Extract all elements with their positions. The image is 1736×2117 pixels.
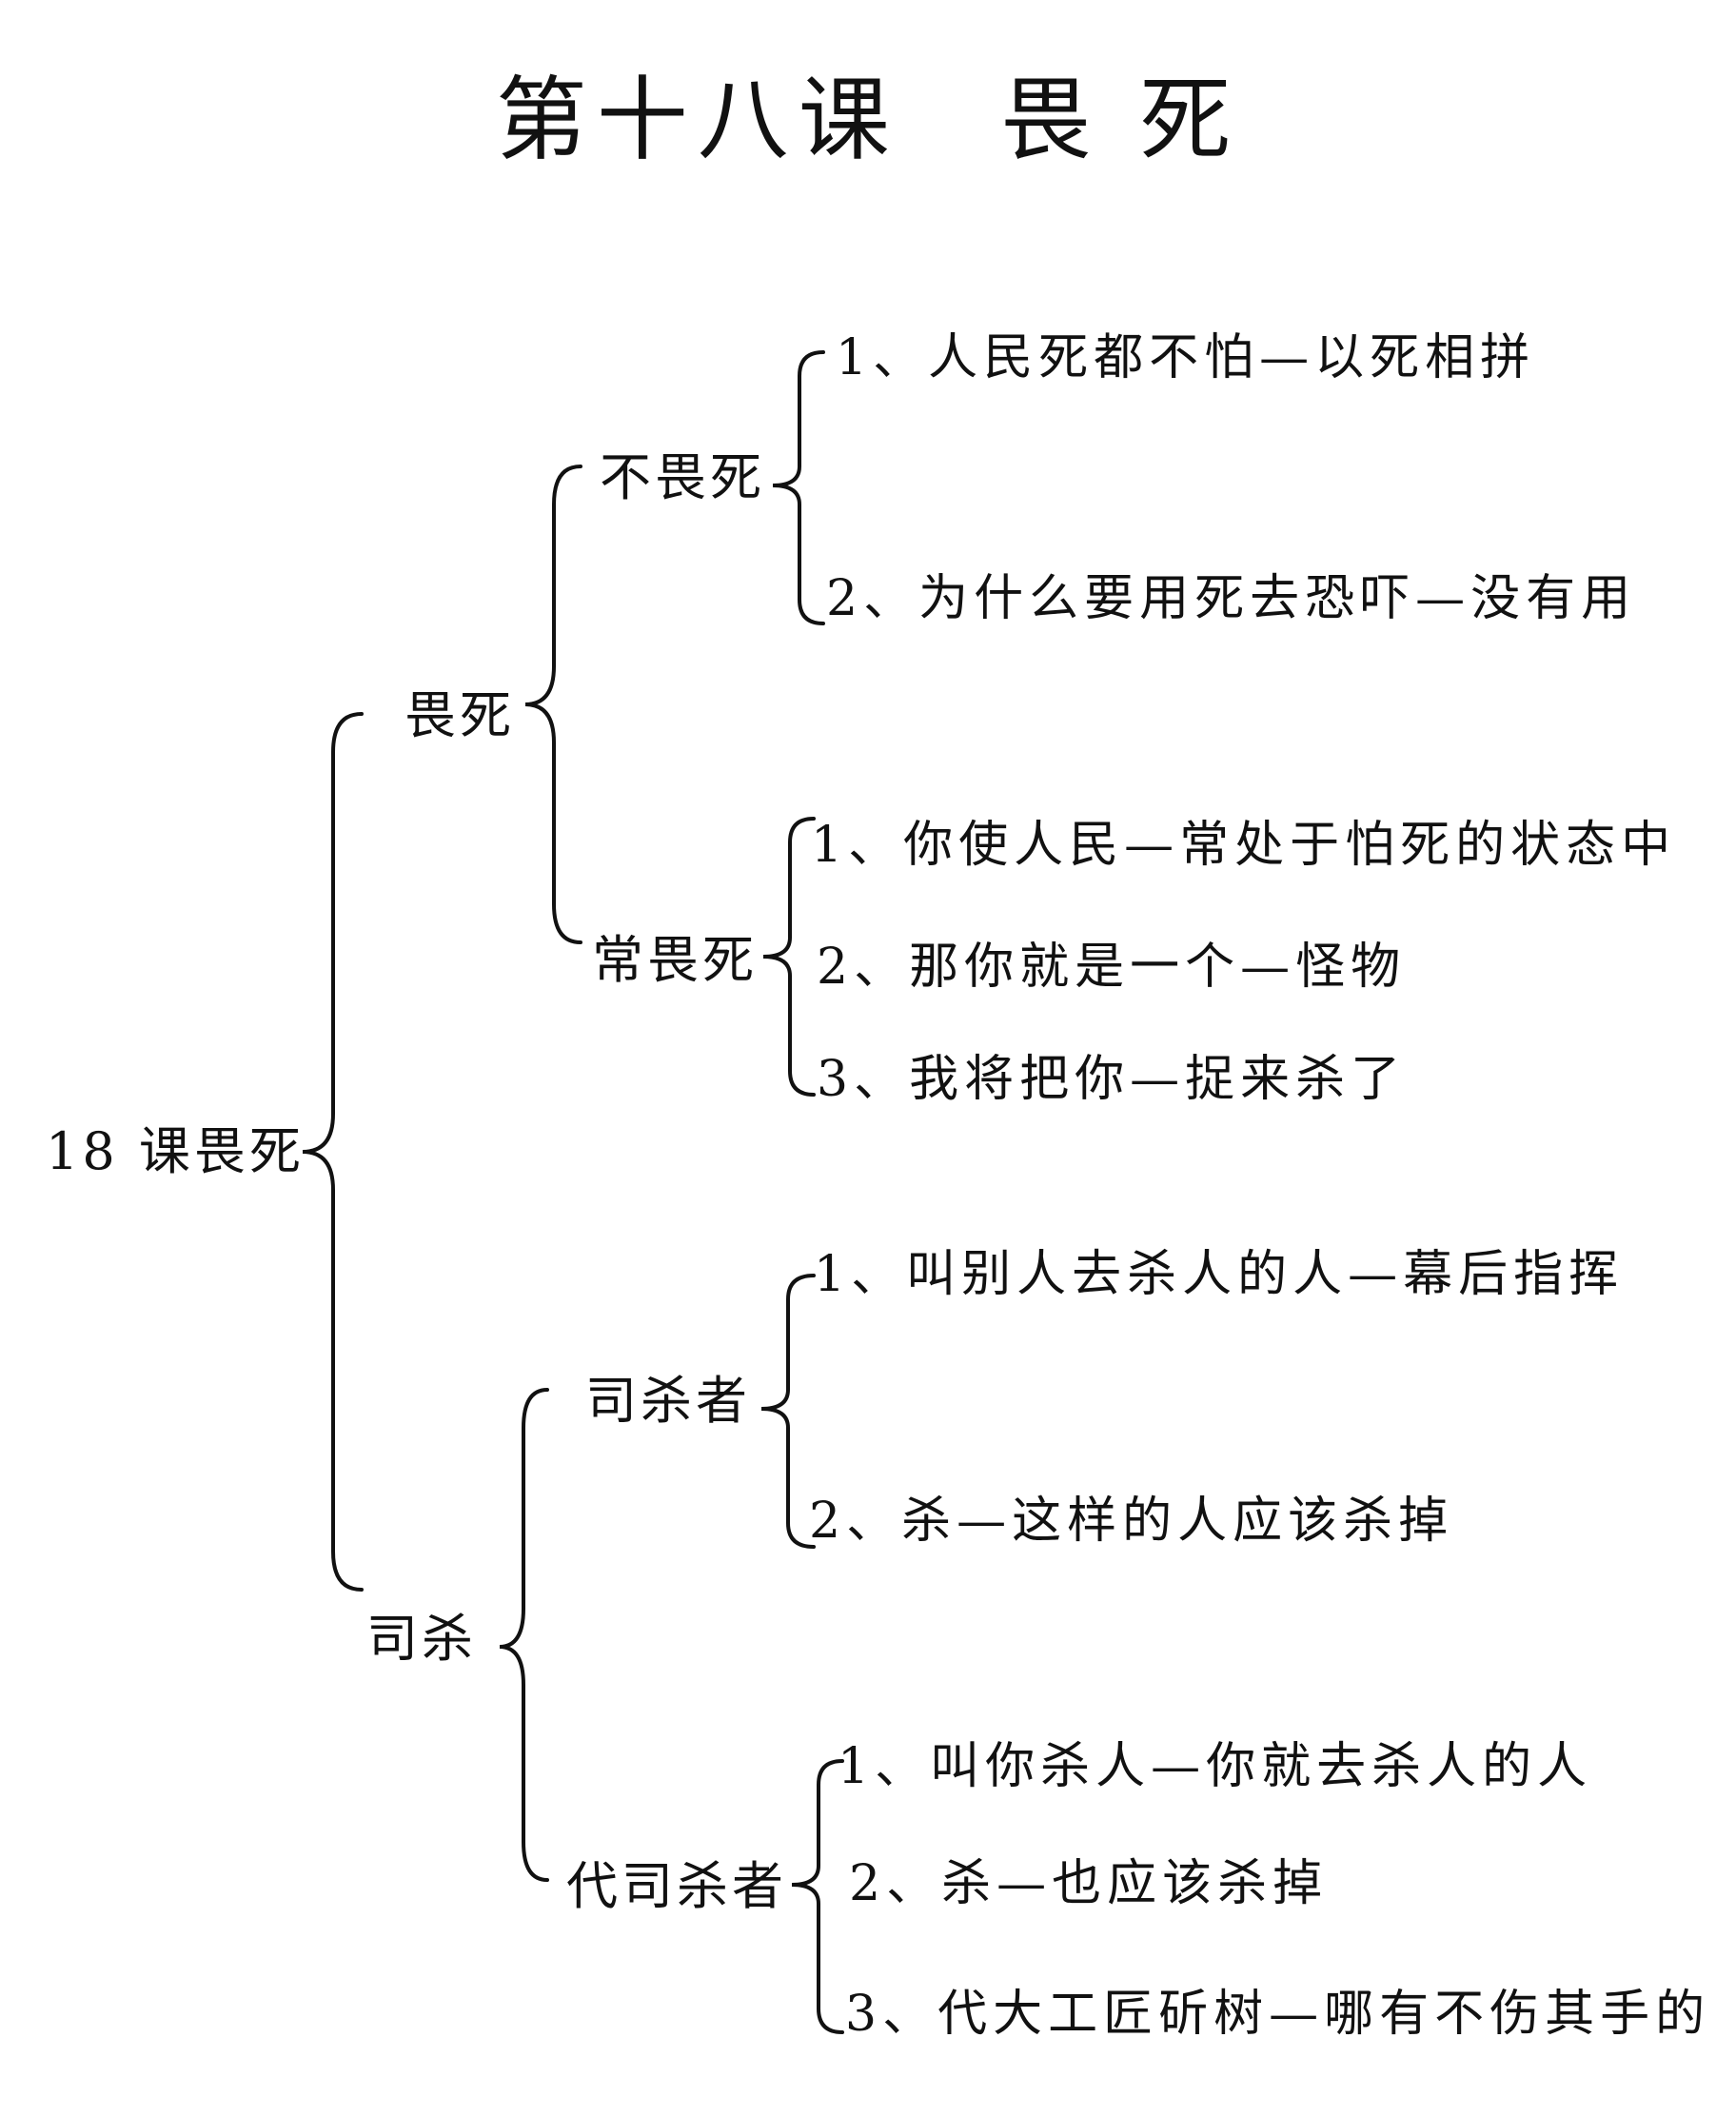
leaf-item: 2、杀—这样的人应该杀掉 — [809, 1493, 1454, 1550]
leaf-item: 1、叫你杀人—你就去杀人的人 — [838, 1738, 1593, 1795]
leaf-item: 1、叫别人去杀人的人—幕后指挥 — [814, 1246, 1625, 1303]
leaf-item: 2、杀—也应该杀掉 — [849, 1855, 1329, 1912]
branch-node-2: 司杀 — [366, 1609, 477, 1669]
sub-node-2-1: 司杀者 — [585, 1371, 751, 1431]
leaf-item: 1、你使人民—常处于怕死的状态中 — [811, 817, 1677, 874]
branch-brace-1 — [524, 465, 582, 944]
leaf-item: 3、代大工匠斫树—哪有不伤其手的 — [845, 1986, 1711, 2043]
leaf-brace-1-2 — [762, 817, 816, 1097]
leaf-item: 1、人民死都不怕—以死相拼 — [836, 329, 1536, 386]
sub-node-1-2: 常畏死 — [592, 930, 758, 990]
branch-brace-2 — [499, 1388, 549, 1882]
leaf-brace-2-1 — [760, 1274, 816, 1549]
sub-node-1-1: 不畏死 — [600, 447, 765, 507]
leaf-brace-2-2 — [791, 1759, 844, 2034]
page-title: 第十八课 畏 死 — [495, 67, 1241, 173]
root-brace — [302, 712, 364, 1592]
sub-node-2-2: 代司杀者 — [566, 1856, 787, 1916]
leaf-item: 2、那你就是一个—怪物 — [817, 939, 1407, 996]
leaf-item: 3、我将把你—捉来杀了 — [817, 1051, 1407, 1108]
leaf-item: 2、为什么要用死去恐吓—没有用 — [826, 570, 1637, 627]
leaf-brace-1-1 — [772, 350, 825, 625]
branch-node-1: 畏死 — [404, 685, 515, 745]
root-node: 18 课畏死 — [46, 1121, 305, 1181]
